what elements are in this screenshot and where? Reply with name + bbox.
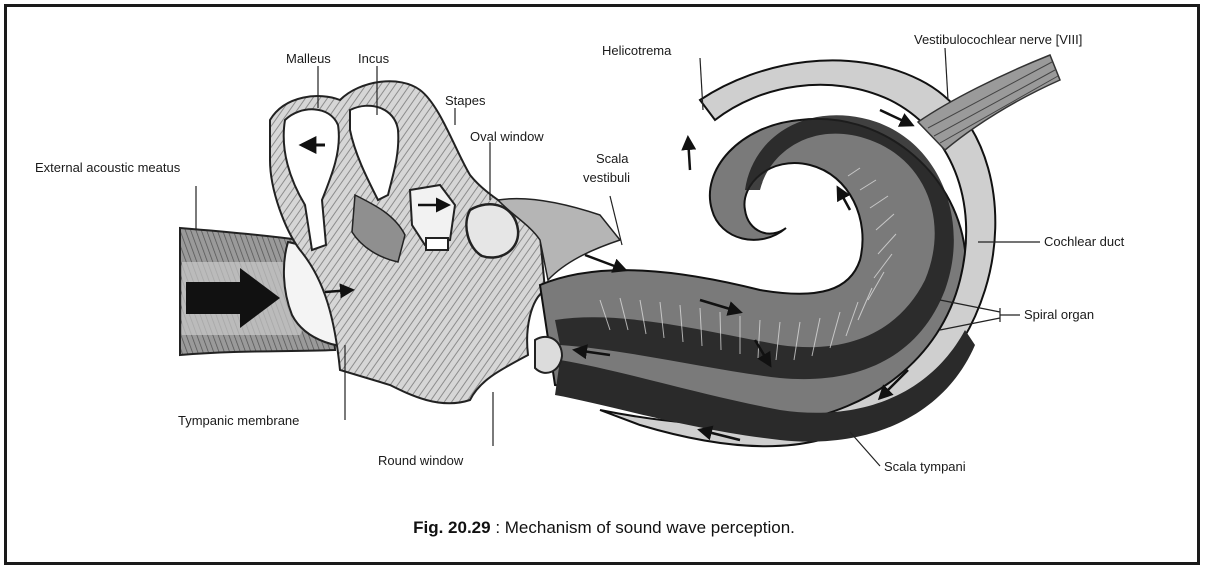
label-vestibulocochlear-nerve: Vestibulocochlear nerve [VIII] — [914, 33, 1082, 46]
label-incus: Incus — [358, 52, 389, 65]
round-window-shape — [535, 337, 562, 373]
caption-separator: : — [491, 518, 505, 537]
label-scala-tympani: Scala tympani — [884, 460, 966, 473]
label-cochlear-duct: Cochlear duct — [1044, 235, 1124, 248]
label-malleus: Malleus — [286, 52, 331, 65]
label-stapes: Stapes — [445, 94, 485, 107]
label-tympanic-membrane: Tympanic membrane — [178, 414, 299, 427]
label-external-acoustic-meatus: External acoustic meatus — [35, 161, 180, 174]
caption-number: Fig. 20.29 — [413, 518, 490, 537]
ear-illustration — [0, 0, 1208, 510]
stapes-footplate — [426, 238, 448, 250]
label-round-window: Round window — [378, 454, 463, 467]
label-spiral-organ: Spiral organ — [1024, 308, 1094, 321]
label-helicotrema: Helicotrema — [602, 44, 671, 57]
label-oval-window: Oval window — [470, 130, 544, 143]
caption-text: Mechanism of sound wave perception. — [505, 518, 795, 537]
figure-caption: Fig. 20.29 : Mechanism of sound wave per… — [0, 518, 1208, 538]
label-scala-vestibuli-line1: Scala — [596, 152, 629, 165]
label-scala-vestibuli-line2: vestibuli — [583, 171, 630, 184]
